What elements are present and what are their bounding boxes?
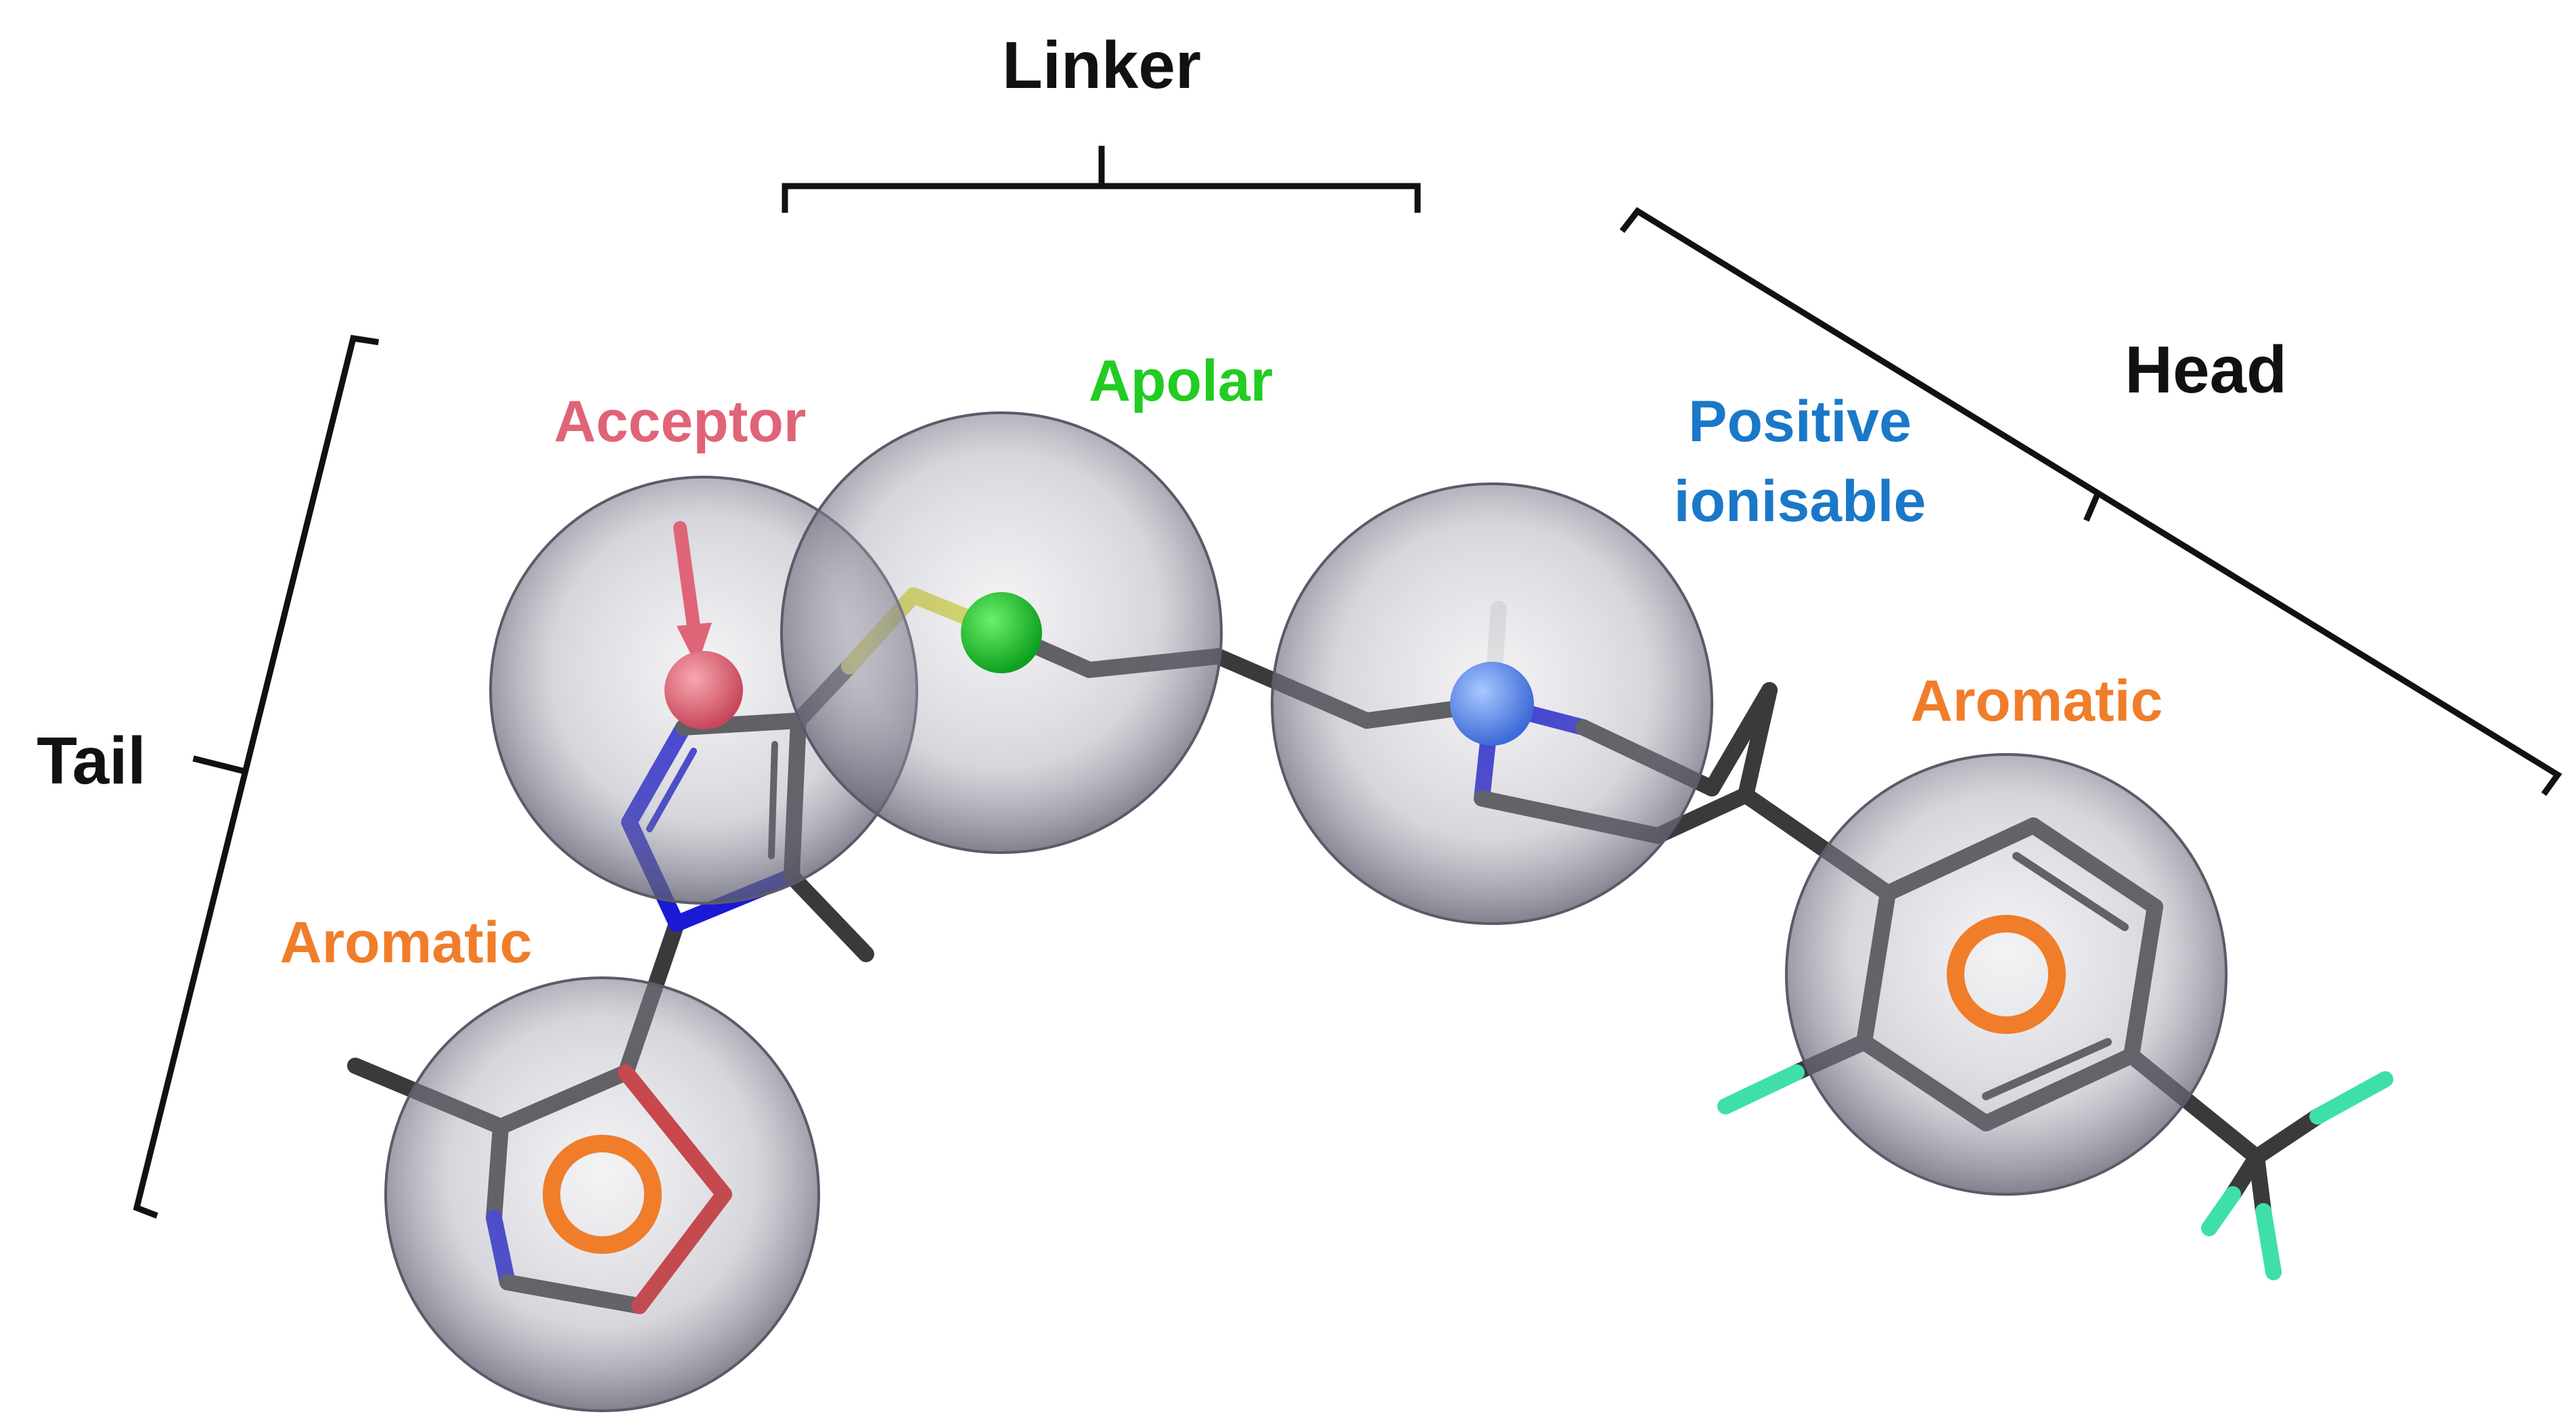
positive-ionisable-label-line2: ionisable [1674,469,1926,534]
bond [2249,1108,2326,1165]
positive-ionisable-point [1450,662,1534,746]
tail-bracket [133,334,380,1219]
linker-label: Linker [1002,28,1201,102]
head-bracket [1619,207,2562,796]
bond [1717,1064,1805,1114]
pharmacophore-spheres [384,411,2228,1412]
acceptor-vector [673,521,712,667]
aromatic-head-label: Aromatic [1911,669,2163,734]
bond [2309,1071,2393,1125]
bond [2201,1186,2241,1236]
bond [1704,682,1778,796]
sphere-aromatic-tail [384,976,820,1412]
aromatic-ring-marker-head [1947,915,2066,1034]
aromatic-ring-marker-tail [543,1135,662,1254]
linker-bracket [782,145,1421,213]
acceptor-label: Acceptor [554,389,807,454]
sphere-aromatic-head [1785,753,2228,1196]
acceptor-point [664,651,743,729]
head-label: Head [2125,332,2287,407]
tail-label: Tail [37,723,146,798]
apolar-label: Apolar [1089,348,1273,413]
positive-ionisable-label-line1: Positive [1688,389,1912,454]
bond [784,868,874,962]
apolar-point [961,592,1042,673]
bond [2255,1203,2282,1280]
aromatic-tail-label: Aromatic [280,910,533,975]
